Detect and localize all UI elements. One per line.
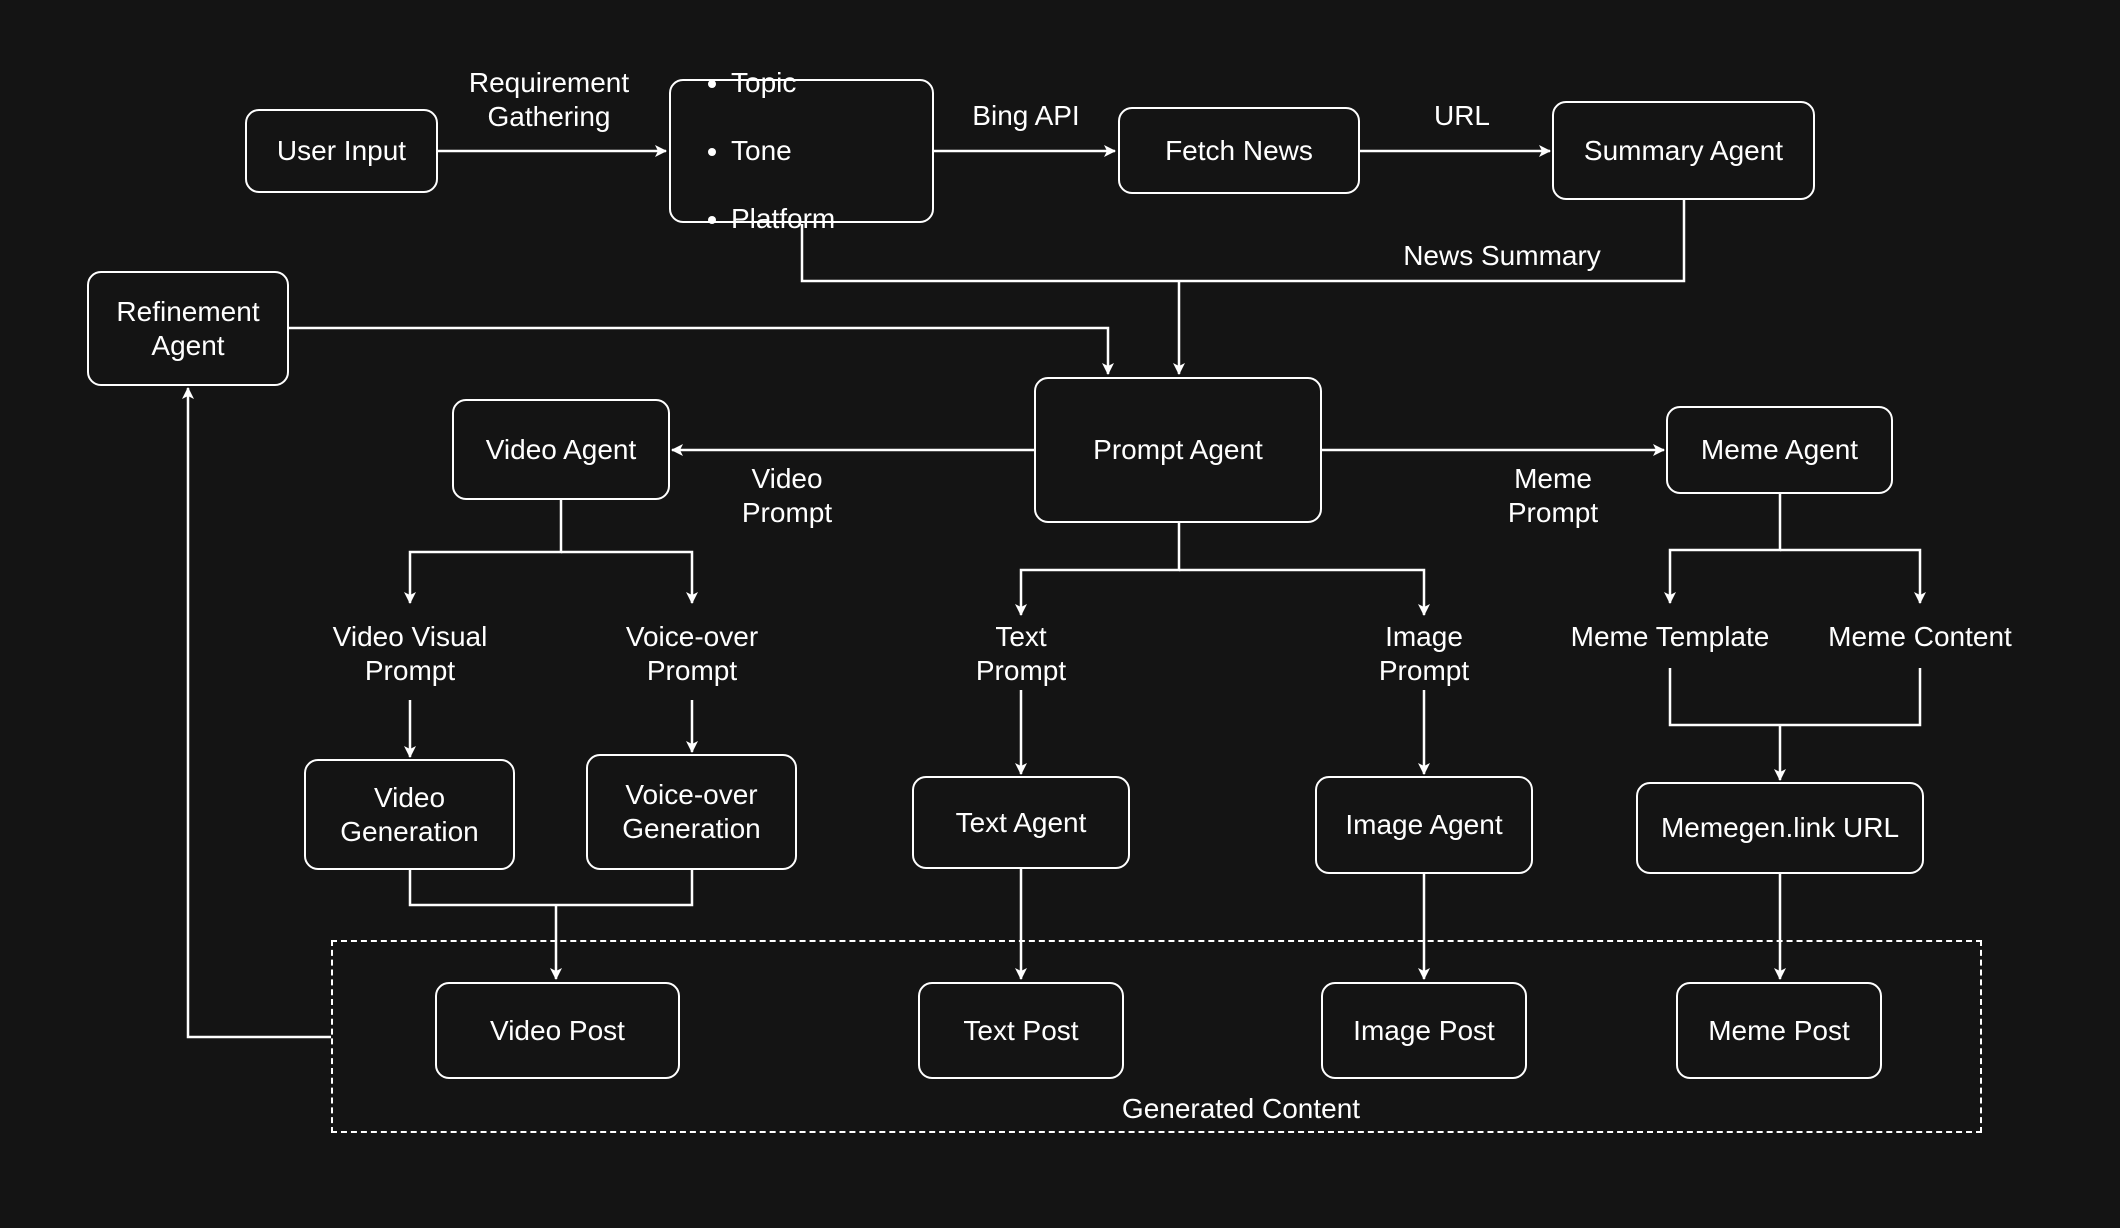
video-visual-prompt-label: Video Visual Prompt [332,621,488,686]
generated-content-label: Generated Content [1121,1093,1361,1124]
edge-prompt-image-branch [1179,568,1430,616]
user-input-node[interactable]: User Input [245,109,438,193]
voiceover-prompt-label: Voice-over Prompt [625,621,759,686]
text-agent-node[interactable]: Text Agent [912,776,1130,869]
fetch-news-node[interactable]: Fetch News [1118,107,1360,194]
requirement-platform: Platform [731,202,835,236]
generated-content-group [331,940,1982,1133]
edge-videogen-merge [408,870,694,907]
video-agent-node[interactable]: Video Agent [452,399,670,500]
image-post-node[interactable]: Image Post [1321,982,1527,1079]
edge-generated-refinement [182,387,331,1039]
voiceover-generation-node[interactable]: Voice-over Generation [586,754,797,870]
prompt-agent-node[interactable]: Prompt Agent [1034,377,1322,523]
edge-refinement-promptagent [289,326,1114,375]
video-prompt-label: Video Prompt [741,463,833,528]
refinement-agent-node[interactable]: Refinement Agent [87,271,289,386]
edge-prompt-branches [1015,523,1181,616]
meme-post-node[interactable]: Meme Post [1676,982,1882,1079]
url-label: URL [1433,100,1491,131]
video-post-node[interactable]: Video Post [435,982,680,1079]
edge-meme-content-branch [1780,548,1926,604]
text-post-node[interactable]: Text Post [918,982,1124,1079]
image-prompt-label: Image Prompt [1378,621,1470,686]
requirement-gathering-label: Requirement Gathering [468,67,630,132]
edge-memetemplate-merge [1668,668,1922,727]
bing-api-label: Bing API [972,100,1080,131]
meme-template-label: Meme Template [1570,621,1770,652]
meme-prompt-label: Meme Prompt [1507,463,1599,528]
text-prompt-label: Text Prompt [975,621,1067,686]
edge-meme-branches [1664,494,1782,604]
news-summary-label: News Summary [1403,240,1601,271]
video-generation-node[interactable]: Video Generation [304,759,515,870]
requirement-topic: Topic [731,66,835,100]
meme-content-label: Meme Content [1828,621,2012,652]
edge-video-voice-branch [561,550,698,604]
edge-video-branches [404,500,563,604]
requirement-tone: Tone [731,134,835,168]
summary-agent-node[interactable]: Summary Agent [1552,101,1815,200]
image-agent-node[interactable]: Image Agent [1315,776,1533,874]
memegen-url-node[interactable]: Memegen.link URL [1636,782,1924,874]
meme-agent-node[interactable]: Meme Agent [1666,406,1893,494]
requirements-node[interactable]: Topic Tone Platform [669,67,934,234]
edge-requirements-merge [800,200,1686,283]
